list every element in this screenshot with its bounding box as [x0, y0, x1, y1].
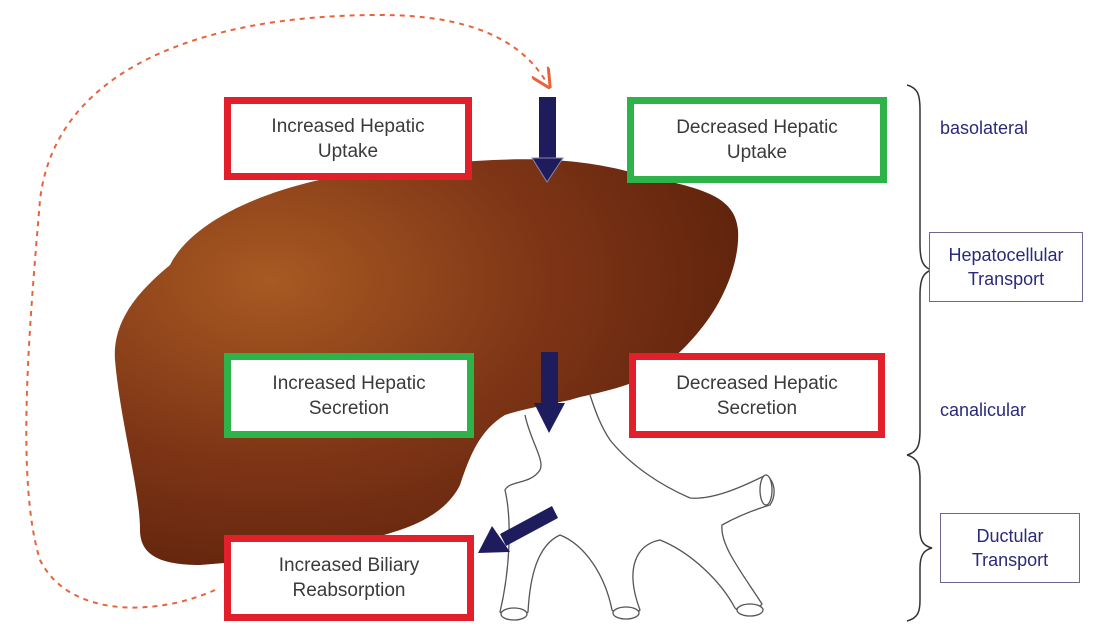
hepatocellular-transport-box: Hepatocellular Transport — [929, 232, 1083, 302]
increased-hepatic-uptake-label: Increased Hepatic Uptake — [271, 114, 424, 164]
decreased-hepatic-secretion-box: Decreased Hepatic Secretion — [629, 353, 885, 438]
decreased-hepatic-uptake-box: Decreased Hepatic Uptake — [627, 97, 887, 183]
duct-end-bottom-right — [737, 604, 763, 616]
hepatocellular-transport-label: Hepatocellular Transport — [948, 243, 1063, 291]
decreased-hepatic-uptake-label: Decreased Hepatic Uptake — [676, 115, 838, 165]
duct-end-bottom-left — [501, 608, 527, 620]
basolateral-label: basolateral — [940, 118, 1028, 139]
decreased-hepatic-secretion-label: Decreased Hepatic Secretion — [676, 371, 838, 421]
increased-biliary-reabsorption-label: Increased Biliary Reabsorption — [279, 553, 419, 603]
ductular-transport-box: Ductular Transport — [940, 513, 1080, 583]
duct-end-bottom-mid — [613, 607, 639, 619]
increased-hepatic-secretion-label: Increased Hepatic Secretion — [272, 371, 425, 421]
increased-biliary-reabsorption-box: Increased Biliary Reabsorption — [224, 535, 474, 621]
increased-hepatic-uptake-box: Increased Hepatic Uptake — [224, 97, 472, 180]
canalicular-label: canalicular — [940, 400, 1026, 421]
increased-hepatic-secretion-box: Increased Hepatic Secretion — [224, 353, 474, 438]
duct-end-right — [760, 475, 772, 505]
ductular-transport-label: Ductular Transport — [972, 524, 1048, 572]
ductular-brace — [907, 455, 932, 621]
